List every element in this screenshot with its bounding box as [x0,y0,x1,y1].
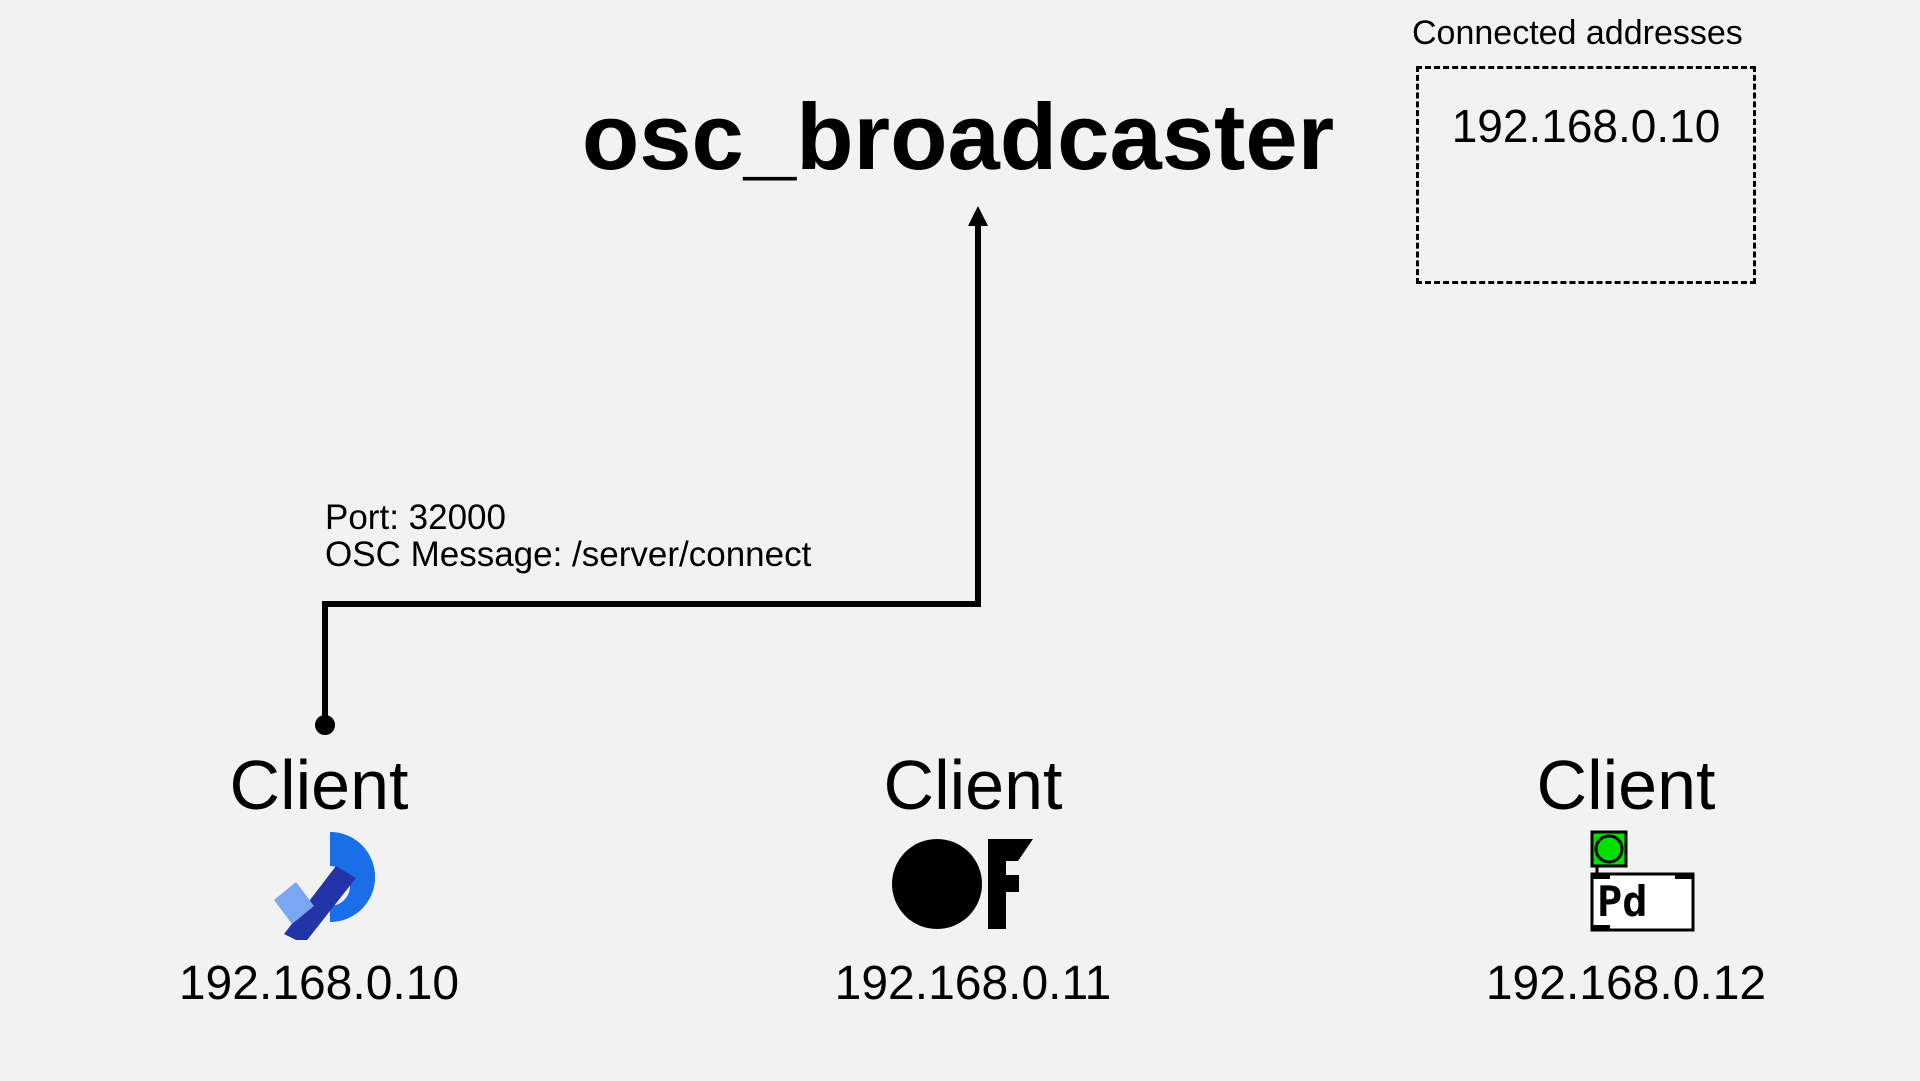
client-label: Client [883,746,1063,824]
client-2: Client 192.168.0.11 [763,750,1183,1008]
client-3: Client Pd 192.168.0.12 [1416,750,1836,1008]
server-title: osc_broadcaster [581,84,1335,189]
pixel-logo-icon [274,832,375,940]
openframeworks-logo-icon [892,839,1033,929]
client-ip: 192.168.0.11 [834,957,1112,1010]
connected-addresses-label: Connected addresses [1412,14,1743,52]
client-label: Client [229,746,409,824]
connected-address-item: 192.168.0.10 [1451,100,1721,152]
connected-addresses-box: 192.168.0.10 [1416,66,1756,284]
client-ip: 192.168.0.10 [178,957,460,1010]
osc-message-text: OSC Message: /server/connect [325,535,812,574]
client-label: Client [1536,746,1716,824]
connection-origin-dot [315,715,335,735]
connection-path [322,220,981,725]
client-ip: 192.168.0.12 [1485,957,1767,1010]
client-1: Client 192.168.0.10 [109,750,529,1008]
svg-text:Pd: Pd [1597,877,1648,926]
connection-label: Port: 32000 OSC Message: /server/connect [325,499,811,573]
arrow-head [968,206,988,226]
puredata-logo-icon: Pd [1590,830,1695,932]
port-text: Port: 32000 [325,498,506,537]
